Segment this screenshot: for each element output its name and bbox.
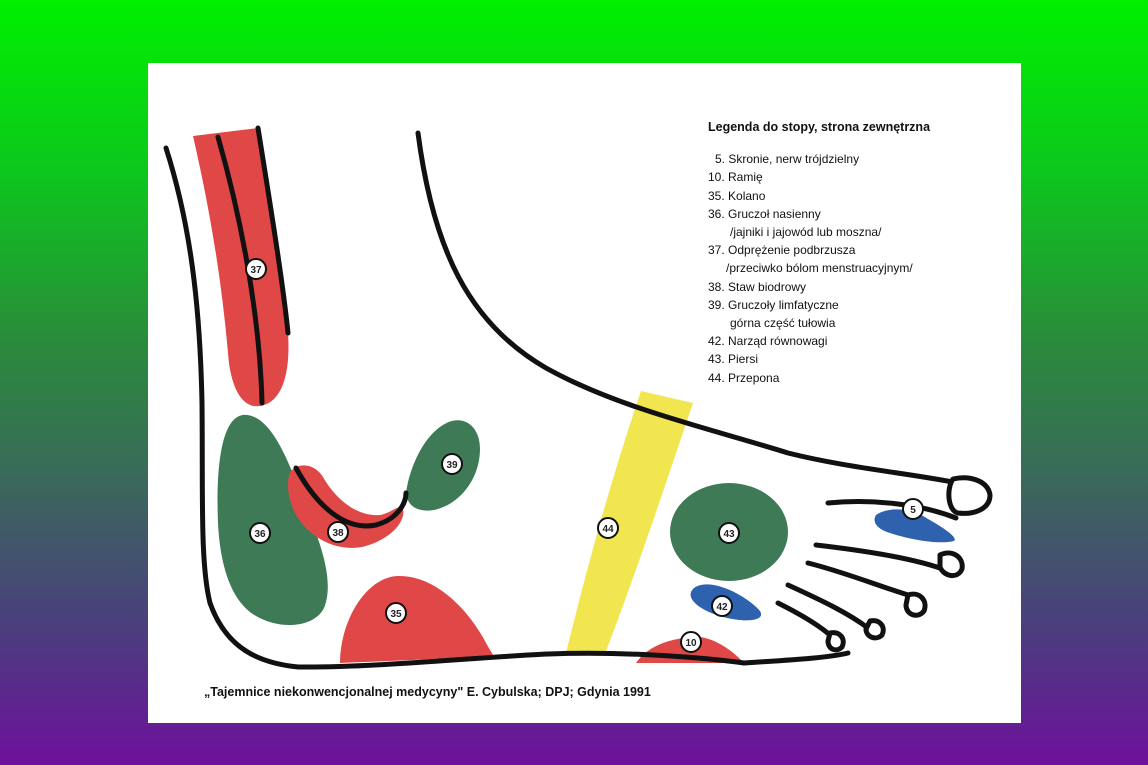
- zone-44-marker: 44: [597, 517, 619, 539]
- foot-outline-back: [163, 145, 747, 670]
- zone-42-label: 42: [716, 602, 728, 613]
- legend-item: 39. Gruczoły limfatyczne: [708, 297, 839, 312]
- zone-10-marker: 10: [680, 631, 702, 653]
- legend: Legenda do stopy, strona zewnętrzna 5. S…: [708, 118, 1008, 387]
- legend-item: 43. Piersi: [708, 352, 759, 367]
- zone-37-label: 37: [250, 265, 262, 276]
- zone-5-marker: 5: [902, 498, 924, 520]
- legend-item: 36. Gruczoł nasienny: [708, 206, 821, 221]
- citation: „Tajemnice niekonwencjonalnej medycyny" …: [204, 685, 651, 699]
- legend-item: 44. Przepona: [708, 370, 780, 385]
- sole-line: [741, 650, 851, 666]
- zone-44-label: 44: [602, 524, 614, 535]
- toe-line-2: [813, 542, 951, 574]
- legend-item: 37. Odprężenie podbrzusza: [708, 243, 856, 258]
- zone-36-marker: 36: [249, 522, 271, 544]
- toe-line-1: [825, 499, 959, 521]
- malleolus-arc: [293, 465, 409, 529]
- legend-item-sub: /przeciwko bólom menstruacyjnym/: [726, 261, 913, 276]
- zone-36-label: 36: [254, 529, 266, 540]
- legend-item-sub: górna część tułowia: [730, 316, 836, 331]
- toenail-3: [903, 591, 928, 618]
- zone-37-marker: 37: [245, 258, 267, 280]
- zone-39-label: 39: [446, 460, 458, 471]
- zone-markers: 37 36 38 39 35 44: [245, 258, 924, 653]
- zone-10-label: 10: [685, 638, 697, 649]
- toe-line-3: [805, 560, 921, 601]
- toenail-2: [937, 550, 965, 578]
- zone-35-shape: [340, 575, 493, 663]
- zone-44-shape: [566, 391, 693, 653]
- zone-5-label: 5: [910, 505, 916, 516]
- zone-35-label: 35: [390, 609, 402, 620]
- legend-item: 35. Kolano: [708, 188, 766, 203]
- zone-38-marker: 38: [327, 521, 349, 543]
- diagram-slide: 37 36 38 39 35 44: [148, 63, 1021, 723]
- legend-item: 42. Narząd równowagi: [708, 334, 828, 349]
- foot-diagram: 37 36 38 39 35 44: [163, 125, 993, 670]
- zone-35-marker: 35: [385, 602, 407, 624]
- zone-39-marker: 39: [441, 453, 463, 475]
- zone-38-label: 38: [332, 528, 344, 539]
- zone-37-shape: [193, 128, 289, 407]
- toenail-big: [946, 475, 993, 516]
- zone-42-marker: 42: [711, 595, 733, 617]
- legend-item: 5. Skronie, nerw trójdzielny: [715, 152, 860, 167]
- ankle-line: [415, 130, 961, 486]
- toenail-5: [825, 630, 846, 653]
- zone-43-marker: 43: [718, 522, 740, 544]
- toe-line-4: [785, 582, 871, 631]
- zone-37-edge: [255, 125, 291, 336]
- zone-5-shape: [874, 509, 955, 543]
- legend-item: 38. Staw biodrowy: [708, 279, 807, 294]
- legend-title: Legenda do stopy, strona zewnętrzna: [708, 120, 931, 134]
- zone-36-shape: [217, 414, 328, 626]
- toenail-4: [863, 618, 886, 641]
- legend-item: 10. Ramię: [708, 170, 763, 185]
- zone-43-label: 43: [723, 529, 735, 540]
- legend-list: 5. Skronie, nerw trójdzielny 10. Ramię 3…: [708, 150, 1008, 387]
- legend-item-sub: /jajniki i jajowód lub moszna/: [730, 225, 882, 240]
